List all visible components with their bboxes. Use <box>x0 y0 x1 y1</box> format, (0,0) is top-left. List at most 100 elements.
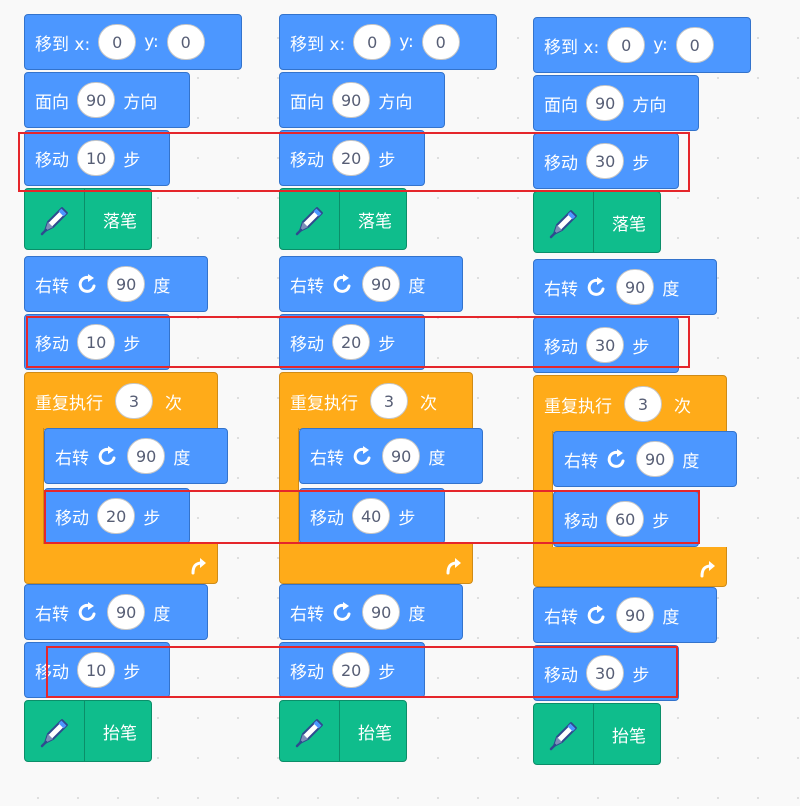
direction-label: 方向 <box>632 95 667 116</box>
move-steps-block[interactable]: 移动 20 步 <box>44 488 190 544</box>
move-steps-input[interactable]: 30 <box>586 143 625 179</box>
turn-degrees-input[interactable]: 90 <box>636 441 675 477</box>
repeat-block[interactable]: 重复执行 3 次 <box>24 372 218 430</box>
move-steps-block[interactable]: 移动 60 步 <box>553 491 699 547</box>
goto-xy-block[interactable]: 移到 x: 0 y: 0 <box>279 14 497 70</box>
move-steps-block[interactable]: 移动 20 步 <box>279 130 425 186</box>
turn-right-block[interactable]: 右转 90 度 <box>24 584 208 640</box>
goto-label: 移到 x: <box>544 37 600 58</box>
goto-x-input[interactable]: 0 <box>607 27 646 63</box>
move-steps-block[interactable]: 移动 10 步 <box>24 642 170 698</box>
turn-degrees-input[interactable]: 90 <box>362 266 401 302</box>
move-steps-block[interactable]: 移动 10 步 <box>24 314 170 370</box>
move-steps-block[interactable]: 移动 30 步 <box>533 645 679 701</box>
pen-down-label: 落笔 <box>358 211 392 232</box>
turn-label: 右转 <box>544 607 578 628</box>
turn-right-block[interactable]: 右转 90 度 <box>553 431 737 487</box>
move-steps-input[interactable]: 20 <box>97 498 136 534</box>
turn-right-block[interactable]: 右转 90 度 <box>533 587 717 643</box>
move-steps-input[interactable]: 10 <box>77 140 116 176</box>
goto-x-input[interactable]: 0 <box>353 24 392 60</box>
move-steps-block[interactable]: 移动 30 步 <box>533 317 679 373</box>
steps-label: 步 <box>143 508 161 529</box>
turn-right-block[interactable]: 右转 90 度 <box>533 259 717 315</box>
move-steps-input[interactable]: 20 <box>332 652 371 688</box>
move-steps-input[interactable]: 30 <box>586 327 625 363</box>
pen-up-block[interactable]: 抬笔 <box>279 700 407 762</box>
goto-y-input[interactable]: 0 <box>421 24 460 60</box>
direction-input[interactable]: 90 <box>77 82 116 118</box>
turn-right-block[interactable]: 右转 90 度 <box>279 584 463 640</box>
pen-icon <box>534 192 594 252</box>
move-steps-input[interactable]: 30 <box>586 655 625 691</box>
turn-degrees-input[interactable]: 90 <box>127 438 166 474</box>
turn-degrees-input[interactable]: 90 <box>616 269 655 305</box>
move-steps-block[interactable]: 移动 10 步 <box>24 130 170 186</box>
turn-degrees-input[interactable]: 90 <box>107 594 146 630</box>
turn-right-block[interactable]: 右转 90 度 <box>44 428 228 484</box>
script-stack-2[interactable]: 移到 x: 0 y: 0 面向 90 方向 移动 20 步 落笔 <box>279 0 519 803</box>
repeat-times-input[interactable]: 3 <box>370 383 408 419</box>
pen-down-block[interactable]: 落笔 <box>279 188 407 250</box>
direction-input[interactable]: 90 <box>586 85 625 121</box>
repeat-block-arm <box>279 428 299 546</box>
repeat-label: 重复执行 <box>35 393 103 414</box>
degrees-label: 度 <box>153 276 171 297</box>
repeat-times-input[interactable]: 3 <box>115 383 153 419</box>
point-label: 面向 <box>35 92 69 113</box>
script-stack-1[interactable]: 移到 x: 0 y: 0 面向 90 方向 移动 10 步 落笔 <box>24 0 264 803</box>
turn-right-block[interactable]: 右转 90 度 <box>299 428 483 484</box>
turn-right-block[interactable]: 右转 90 度 <box>24 256 208 312</box>
move-steps-block[interactable]: 移动 20 步 <box>279 314 425 370</box>
goto-x-input[interactable]: 0 <box>98 24 137 60</box>
pen-down-block[interactable]: 落笔 <box>24 188 152 250</box>
move-label: 移动 <box>544 665 578 686</box>
degrees-label: 度 <box>408 604 426 625</box>
script-stack-3[interactable]: 移到 x: 0 y: 0 面向 90 方向 移动 30 步 落笔 <box>533 3 773 806</box>
move-steps-block[interactable]: 移动 20 步 <box>279 642 425 698</box>
goto-y-input[interactable]: 0 <box>166 24 205 60</box>
pen-up-block[interactable]: 抬笔 <box>24 700 152 762</box>
move-steps-block[interactable]: 移动 40 步 <box>299 488 445 544</box>
turn-right-block[interactable]: 右转 90 度 <box>279 256 463 312</box>
pen-down-block[interactable]: 落笔 <box>533 191 661 253</box>
move-steps-input[interactable]: 10 <box>77 324 116 360</box>
steps-label: 步 <box>123 334 141 355</box>
pen-down-label: 落笔 <box>612 214 646 235</box>
steps-label: 步 <box>652 511 670 532</box>
point-direction-block[interactable]: 面向 90 方向 <box>533 75 699 131</box>
repeat-block[interactable]: 重复执行 3 次 <box>279 372 473 430</box>
move-label: 移动 <box>55 508 89 529</box>
move-label: 移动 <box>35 662 69 683</box>
turn-label: 右转 <box>35 276 69 297</box>
repeat-times-input[interactable]: 3 <box>624 386 662 422</box>
repeat-block[interactable]: 重复执行 3 次 <box>533 375 727 433</box>
pen-up-block[interactable]: 抬笔 <box>533 703 661 765</box>
turn-degrees-input[interactable]: 90 <box>616 597 655 633</box>
move-steps-input[interactable]: 20 <box>332 140 371 176</box>
rotate-right-icon <box>78 274 96 293</box>
pen-icon <box>280 189 340 249</box>
move-steps-input[interactable]: 40 <box>352 498 391 534</box>
direction-input[interactable]: 90 <box>332 82 371 118</box>
rotate-right-icon <box>333 602 351 621</box>
goto-xy-block[interactable]: 移到 x: 0 y: 0 <box>533 17 751 73</box>
turn-degrees-input[interactable]: 90 <box>107 266 146 302</box>
loop-arrow-icon <box>191 558 206 575</box>
move-steps-block[interactable]: 移动 30 步 <box>533 133 679 189</box>
rotate-right-icon <box>333 274 351 293</box>
move-steps-input[interactable]: 60 <box>606 501 645 537</box>
point-direction-block[interactable]: 面向 90 方向 <box>24 72 190 128</box>
point-direction-block[interactable]: 面向 90 方向 <box>279 72 445 128</box>
pen-icon <box>25 189 85 249</box>
move-steps-input[interactable]: 10 <box>77 652 116 688</box>
degrees-label: 度 <box>662 607 680 628</box>
goto-y-input[interactable]: 0 <box>675 27 714 63</box>
turn-label: 右转 <box>35 604 69 625</box>
turn-degrees-input[interactable]: 90 <box>382 438 421 474</box>
goto-xy-block[interactable]: 移到 x: 0 y: 0 <box>24 14 242 70</box>
move-steps-input[interactable]: 20 <box>332 324 371 360</box>
move-label: 移动 <box>544 153 578 174</box>
turn-degrees-input[interactable]: 90 <box>362 594 401 630</box>
